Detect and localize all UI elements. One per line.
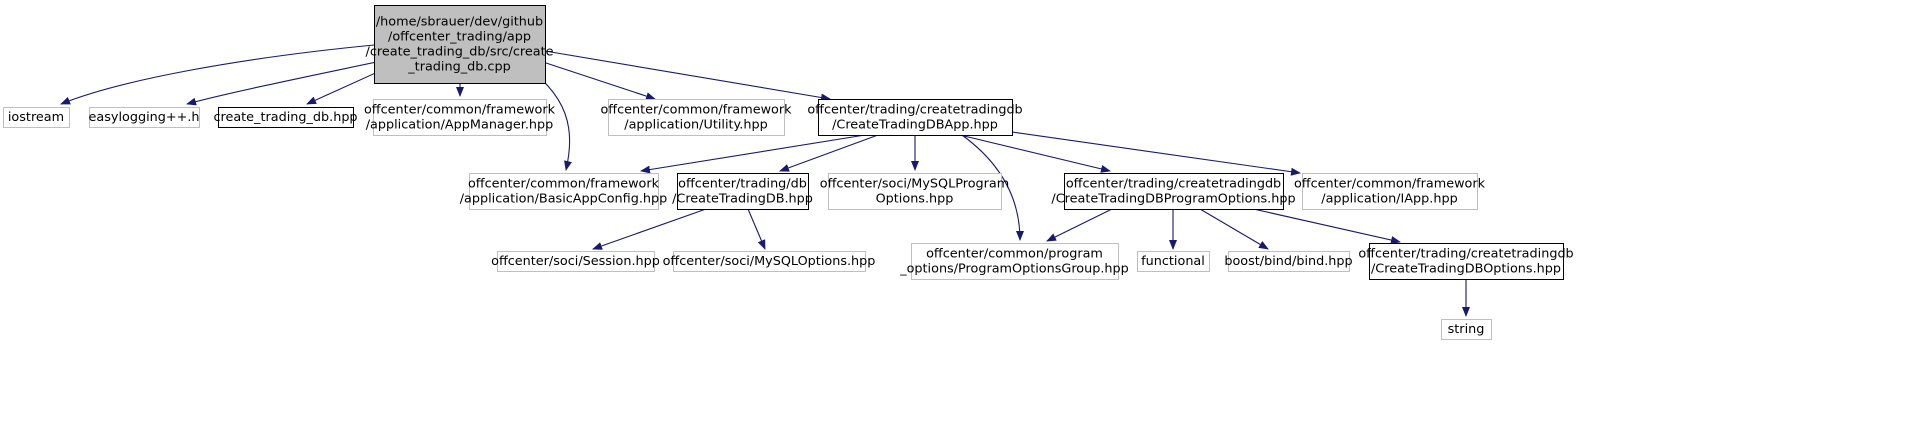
node-box <box>1228 251 1350 272</box>
edge-root-to-iostream <box>60 44 375 105</box>
node-box <box>828 173 1002 210</box>
edge-createtradingdbprogramoptions-to-programoptionsgroup <box>1046 208 1113 242</box>
node-label-line: /CreateTradingDBOptions.hpp <box>1371 262 1561 277</box>
edges-layer <box>60 44 1470 317</box>
node-label-line: iostream <box>8 110 64 125</box>
node-label-line: boost/bind/bind.hpp <box>1224 254 1352 269</box>
node-iostream[interactable]: iostream <box>3 107 70 128</box>
node-create_trading_db_hpp[interactable]: create_trading_db.hpp <box>213 107 358 128</box>
node-box <box>497 251 655 272</box>
node-label-line: _trading_db.cpp <box>407 60 510 75</box>
node-box <box>608 99 785 136</box>
node-programoptionsgroup[interactable]: offcenter/common/program_options/Program… <box>899 243 1129 280</box>
node-easylogging[interactable]: easylogging++.h <box>89 107 200 128</box>
node-label-line: offcenter/trading/createtradingdb <box>1358 247 1573 262</box>
edge-createtradingdbapp-to-createtradingdb <box>779 134 879 172</box>
node-box <box>1369 243 1564 280</box>
node-box <box>89 107 200 128</box>
node-bind[interactable]: boost/bind/bind.hpp <box>1224 251 1353 272</box>
node-label-line: /CreateTradingDBApp.hpp <box>832 118 998 133</box>
node-createtradingdboptions[interactable]: offcenter/trading/createtradingdb/Create… <box>1358 243 1574 280</box>
node-label-line: offcenter/soci/Session.hpp <box>491 254 660 269</box>
node-label-line: /application/Utility.hpp <box>624 118 767 133</box>
node-box <box>1302 173 1478 210</box>
node-label-line: _options/ProgramOptionsGroup.hpp <box>899 262 1129 277</box>
node-label-line: /home/sbrauer/dev/github <box>376 15 543 30</box>
node-box <box>374 5 546 84</box>
edge-createtradingdbapp-to-createtradingdbprogramoptions <box>959 134 1111 173</box>
node-label-line: /CreateTradingDB.hpp <box>672 192 813 207</box>
node-createtradingdb[interactable]: offcenter/trading/db/CreateTradingDB.hpp <box>672 173 813 210</box>
node-box <box>469 173 659 210</box>
node-label-line: offcenter/common/framework <box>468 177 660 192</box>
node-box <box>218 107 354 128</box>
node-box <box>677 173 809 210</box>
edge-createtradingdb-to-session <box>592 208 707 250</box>
node-label-line: offcenter/common/program <box>926 247 1103 262</box>
edge-createtradingdbapp-to-iapp <box>1011 131 1301 176</box>
node-root: /home/sbrauer/dev/github/offcenter_tradi… <box>366 5 554 84</box>
node-utility[interactable]: offcenter/common/framework/application/U… <box>600 99 792 136</box>
edge-root-to-utility <box>539 60 656 100</box>
node-label-line: create_trading_db.hpp <box>213 110 357 125</box>
node-label-line: /application/IApp.hpp <box>1321 192 1457 207</box>
node-label-line: /application/BasicAppConfig.hpp <box>460 192 668 207</box>
edge-root-to-easylogging <box>186 56 401 106</box>
node-box <box>1137 251 1210 272</box>
node-label-line: offcenter/trading/db <box>678 177 807 192</box>
edge-createtradingdbapp-to-basicappconfig <box>640 134 866 174</box>
node-appmanager[interactable]: offcenter/common/framework/application/A… <box>364 99 556 136</box>
edge-createtradingdbprogramoptions-to-bind <box>1199 208 1269 250</box>
node-label-line: offcenter/trading/createtradingdb <box>1066 177 1281 192</box>
node-label-line: offcenter/common/framework <box>600 103 792 118</box>
node-functional[interactable]: functional <box>1137 251 1210 272</box>
node-box <box>1064 173 1284 210</box>
node-label-line: /CreateTradingDBProgramOptions.hpp <box>1051 192 1295 207</box>
node-label-line: offcenter/common/framework <box>364 103 556 118</box>
node-session[interactable]: offcenter/soci/Session.hpp <box>491 251 660 272</box>
node-label-line: /application/AppManager.hpp <box>366 118 554 133</box>
edge-createtradingdb-to-mysqloptions <box>747 208 766 250</box>
node-label-line: /create_trading_db/src/create <box>366 45 554 60</box>
node-box <box>818 99 1013 136</box>
node-label-line: /offcenter_trading/app <box>388 30 531 45</box>
node-iapp[interactable]: offcenter/common/framework/application/I… <box>1294 173 1486 210</box>
node-box <box>3 107 70 128</box>
edge-createtradingdbapp-to-programoptionsgroup <box>961 134 1024 241</box>
node-basicappconfig[interactable]: offcenter/common/framework/application/B… <box>460 173 668 210</box>
node-label-line: functional <box>1141 254 1205 269</box>
node-label-line: easylogging++.h <box>89 110 200 125</box>
edge-createtradingdbprogramoptions-to-createtradingdboptions <box>1239 205 1401 244</box>
node-mysqloptions[interactable]: offcenter/soci/MySQLOptions.hpp <box>663 251 876 272</box>
node-createtradingdbapp[interactable]: offcenter/trading/createtradingdb/Create… <box>807 99 1023 136</box>
node-box <box>1441 319 1492 340</box>
node-label-line: offcenter/soci/MySQLProgram <box>820 177 1009 192</box>
node-label-line: Options.hpp <box>876 192 954 207</box>
node-box <box>911 243 1119 280</box>
node-label-line: offcenter/common/framework <box>1294 177 1486 192</box>
node-label-line: string <box>1448 322 1485 337</box>
node-box <box>673 251 866 272</box>
node-createtradingdbprogramoptions[interactable]: offcenter/trading/createtradingdb/Create… <box>1051 173 1296 210</box>
node-box <box>373 99 547 136</box>
node-label-line: offcenter/trading/createtradingdb <box>807 103 1022 118</box>
node-label-line: offcenter/soci/MySQLOptions.hpp <box>663 254 876 269</box>
edge-root-to-createtradingdbapp <box>544 50 831 102</box>
node-string[interactable]: string <box>1441 319 1492 340</box>
nodes-layer: /home/sbrauer/dev/github/offcenter_tradi… <box>3 5 1574 340</box>
